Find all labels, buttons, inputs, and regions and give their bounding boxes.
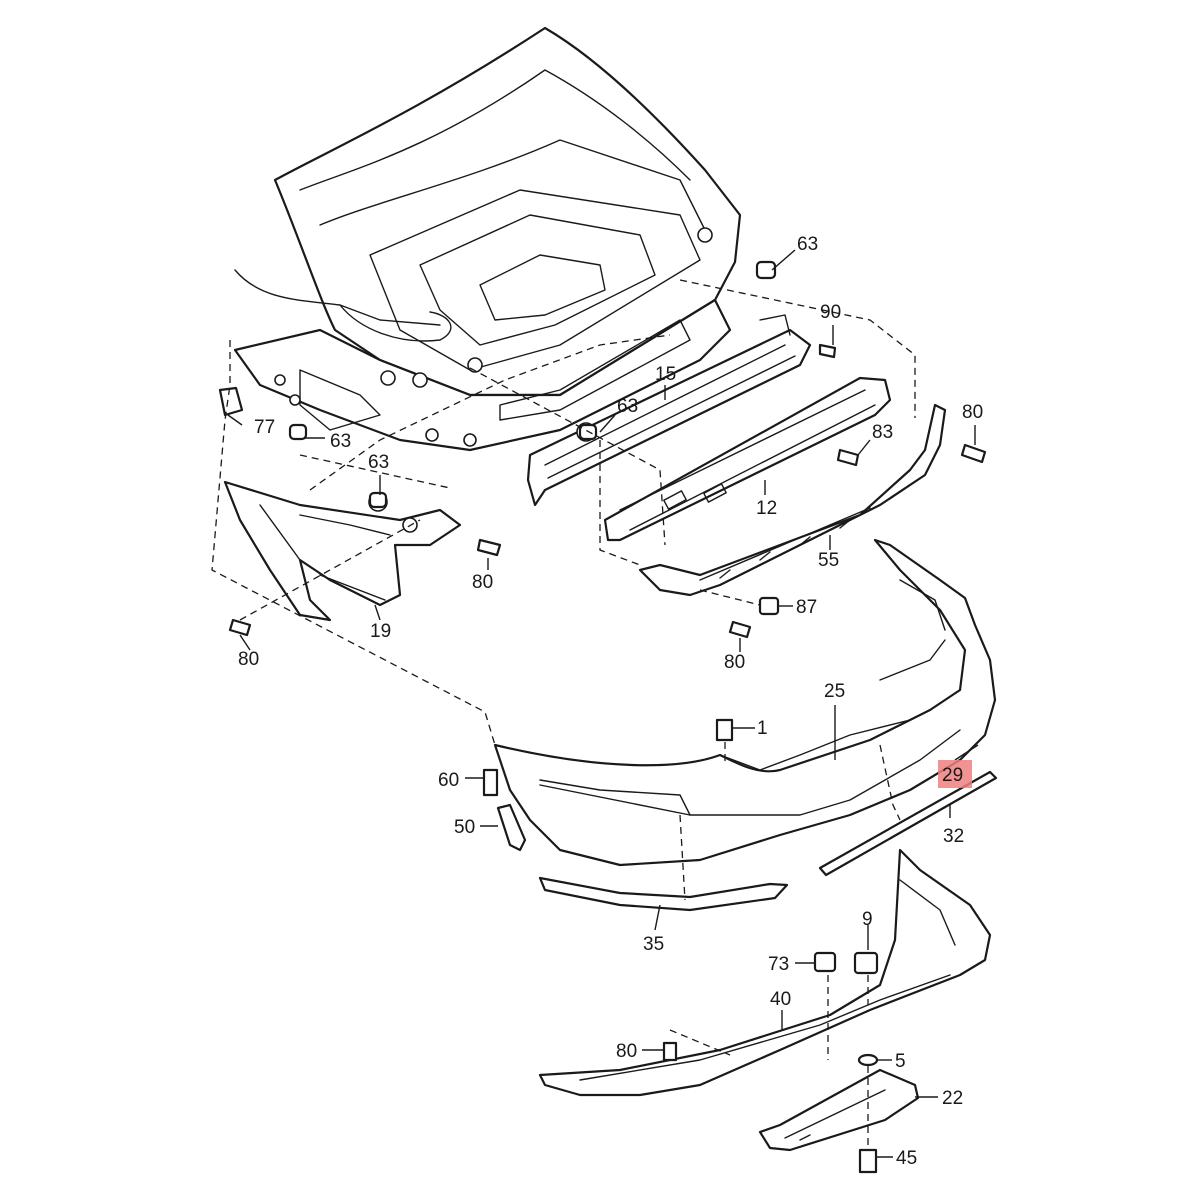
callout-35: 35 <box>643 934 664 955</box>
underbody-panel-22 <box>758 1068 920 1152</box>
callout-22: 22 <box>942 1088 963 1109</box>
car-body-rear <box>233 26 742 452</box>
callout-1: 1 <box>757 718 768 739</box>
fasteners <box>218 260 987 1174</box>
callout-9: 9 <box>862 909 873 930</box>
mount-bracket-55 <box>638 403 947 597</box>
callout-labels: 63 90 15 63 80 83 77 63 63 12 80 55 19 8… <box>238 234 983 1169</box>
callout-25: 25 <box>824 681 845 702</box>
callout-77: 77 <box>254 417 275 438</box>
callout-83: 83 <box>872 422 893 443</box>
callout-50: 50 <box>454 817 475 838</box>
trim-strip-35 <box>538 876 789 912</box>
callout-80: 80 <box>724 652 745 673</box>
callout-45: 45 <box>896 1148 917 1169</box>
trim-strip-32 <box>818 770 998 877</box>
side-bracket-19 <box>223 480 462 622</box>
callout-90: 90 <box>820 302 841 323</box>
diffuser-40 <box>538 848 992 1097</box>
highlight-box <box>938 760 972 788</box>
assembly-lines <box>211 279 916 1145</box>
callout-63: 63 <box>797 234 818 255</box>
callout-19: 19 <box>370 621 391 642</box>
energy-absorber-12 <box>603 376 892 542</box>
callout-63: 63 <box>368 452 389 473</box>
callout-80: 80 <box>616 1041 637 1062</box>
callout-80: 80 <box>962 402 983 423</box>
callout-60: 60 <box>438 770 459 791</box>
callout-63: 63 <box>617 396 638 417</box>
callout-32: 32 <box>943 826 964 847</box>
callout-63: 63 <box>330 431 351 452</box>
callout-29: 29 <box>942 765 963 786</box>
callout-80: 80 <box>472 572 493 593</box>
callout-73: 73 <box>768 954 789 975</box>
callout-12: 12 <box>756 498 777 519</box>
callout-5: 5 <box>895 1051 906 1072</box>
callout-40: 40 <box>770 989 791 1010</box>
bracket-50 <box>496 803 527 852</box>
leader-lines <box>227 249 979 1158</box>
callout-55: 55 <box>818 550 839 571</box>
callout-87: 87 <box>796 597 817 618</box>
callout-80: 80 <box>238 649 259 670</box>
callout-15: 15 <box>655 364 676 385</box>
